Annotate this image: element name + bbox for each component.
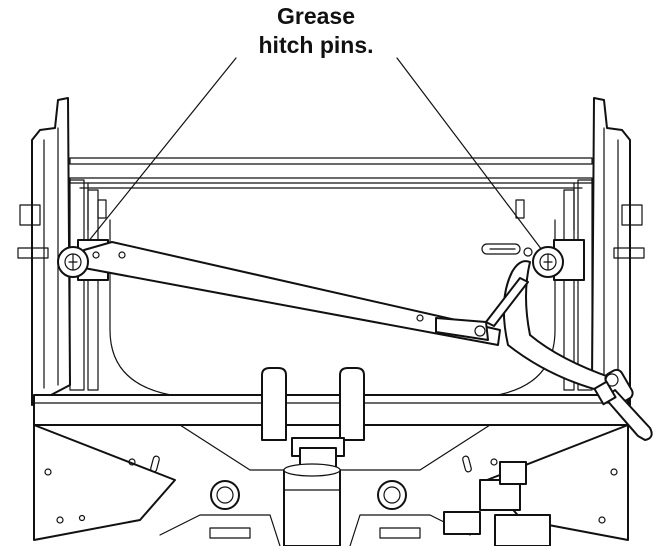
grease-callout: Grease hitch pins. [231,2,401,60]
grease-pin-right [532,246,564,278]
inner-posts [69,179,593,391]
right-lower-latch [443,461,551,546]
main-crossbar [33,394,629,426]
center-cylinder [283,437,345,546]
slotted-guide [481,243,521,255]
lower-left-panel [33,424,176,541]
knob-left [210,480,240,510]
top-frame-bars [69,157,593,231]
curved-lever-arm [485,260,613,393]
right-side-plate [591,97,631,406]
hitch-link-bar [83,241,501,346]
bolt-right [523,247,533,257]
knob-right [377,480,407,510]
spring-handle [593,368,653,441]
callout-line-1: Grease [276,3,355,29]
upright-handles [261,367,365,441]
grease-pin-left [57,246,89,278]
callout-line-2: hitch pins. [258,32,374,58]
